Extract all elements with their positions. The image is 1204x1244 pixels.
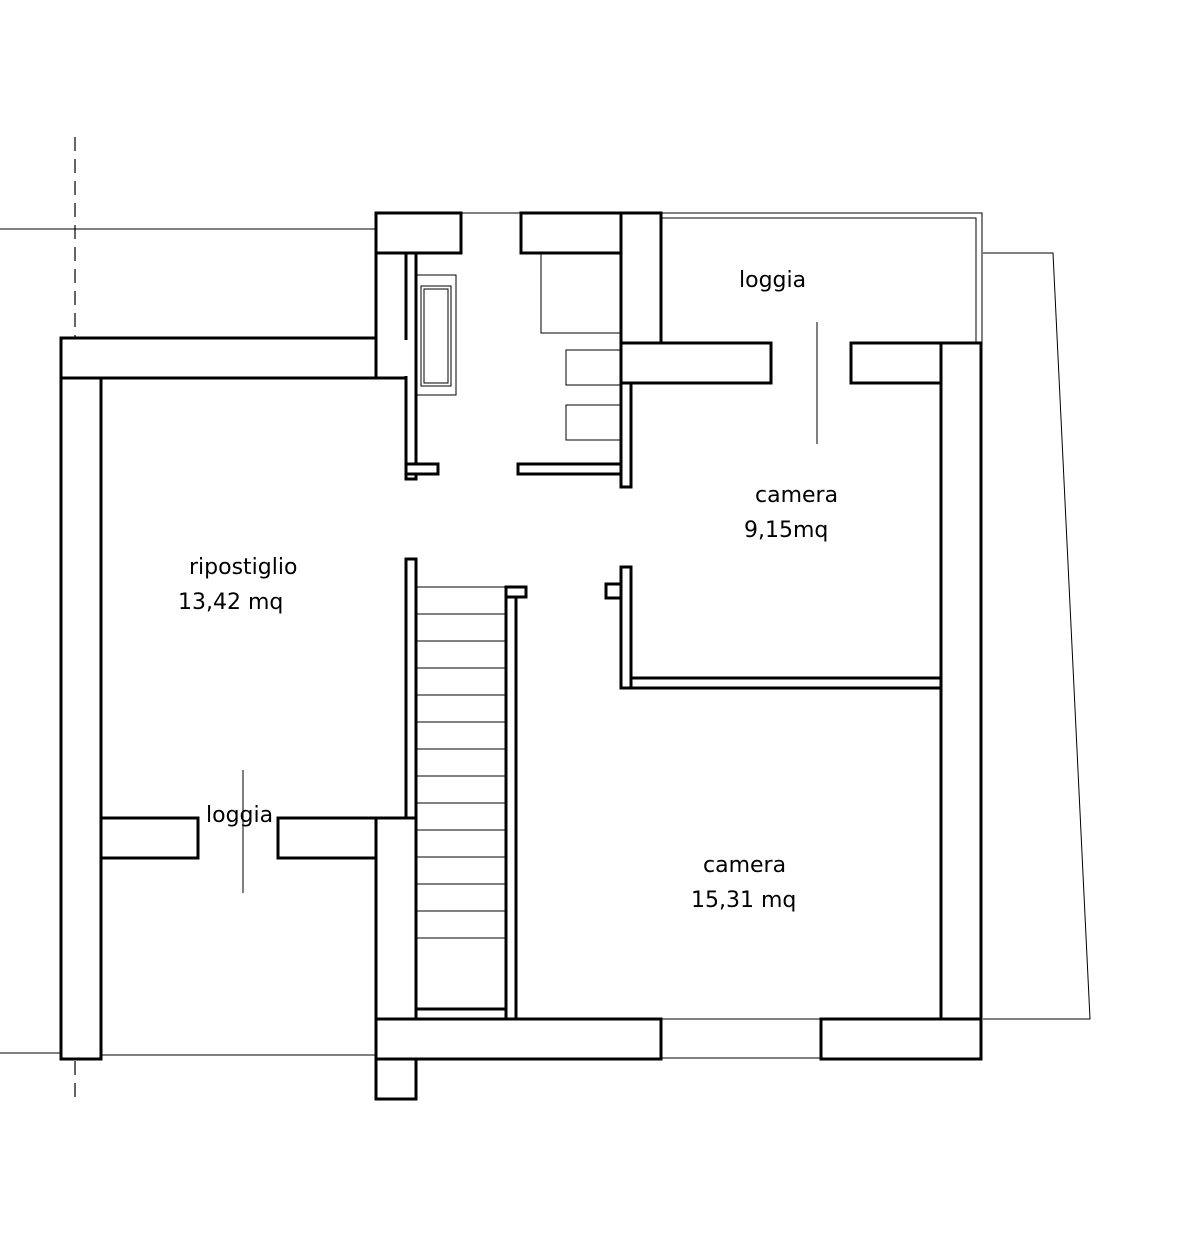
- label-camera-large: camera: [703, 853, 786, 878]
- label-ripostiglio-area: 13,42 mq: [178, 590, 283, 615]
- bathtub-icon: [415, 274, 457, 396]
- wall-join-fill-3: [378, 215, 414, 251]
- wall-camera-small-bottom: [619, 676, 943, 690]
- loggia-parapet-outer: [661, 212, 983, 343]
- wall-loggia-left-1: [99, 816, 200, 860]
- wall-bath-right-jamb: [516, 462, 623, 476]
- wall-camera-small-left: [619, 565, 633, 690]
- shower-tray-icon: [540, 252, 622, 334]
- label-ripostiglio: ripostiglio: [189, 555, 297, 580]
- wall-camera-small-jamb: [604, 582, 623, 600]
- stair-treads: [416, 586, 506, 939]
- label-camera-large-area: 15,31 mq: [691, 888, 796, 913]
- label-loggia-top: loggia: [739, 268, 806, 293]
- wall-bath-left-jamb: [404, 462, 440, 476]
- wall-join-fill-9: [943, 1021, 979, 1057]
- label-loggia-left: loggia: [206, 803, 273, 828]
- right-terrace-outline: [983, 252, 1091, 1020]
- loggia-parapet-inner: [661, 217, 977, 343]
- wall-join-fill-4: [623, 215, 659, 251]
- wall-right-outer: [939, 341, 983, 1061]
- chimney: [374, 1057, 418, 1101]
- toilet-icon: [565, 349, 622, 386]
- wall-stair-right-jamb: [504, 585, 528, 599]
- wall-join-fill-6: [943, 345, 979, 381]
- wall-join-fill-5: [623, 345, 659, 381]
- wall-join-fill-1: [63, 340, 99, 376]
- wall-top-left: [59, 336, 378, 380]
- label-camera-small: camera: [755, 483, 838, 508]
- bathtub-inner: [420, 285, 452, 387]
- wall-bottom-1: [374, 1017, 663, 1061]
- wall-join-fill-8: [378, 1021, 414, 1057]
- wall-join-fill-7: [378, 820, 414, 856]
- label-camera-small-area: 9,15mq: [744, 518, 828, 543]
- bathtub-inner-2: [423, 288, 449, 384]
- wall-stair-right: [504, 585, 518, 1021]
- bidet-icon: [565, 404, 622, 441]
- wall-left-outer: [59, 336, 103, 1061]
- wall-join-fill-2: [378, 340, 414, 376]
